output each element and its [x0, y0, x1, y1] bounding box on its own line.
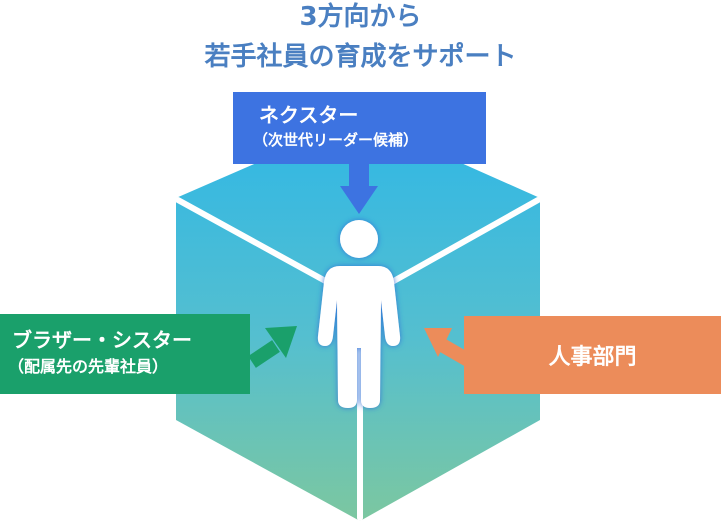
- brother-sister-box: ブラザー・シスター （配属先の先輩社員）: [0, 314, 250, 394]
- arrow-down-icon: [340, 164, 378, 214]
- nexter-box: ネクスター （次世代リーダー候補）: [233, 92, 486, 164]
- brother-sister-label: ブラザー・シスター: [12, 328, 192, 352]
- title-line-1: 3方向から: [299, 2, 422, 32]
- arrow-up-left-icon: [424, 328, 472, 367]
- nexter-note: （次世代リーダー候補）: [253, 131, 419, 149]
- hr-department-box: 人事部門: [464, 316, 721, 394]
- brother-sister-note: （配属先の先輩社員）: [8, 357, 169, 376]
- hr-department-label: 人事部門: [548, 345, 637, 370]
- arrow-up-right-icon: [248, 326, 297, 368]
- person-icon: [317, 220, 401, 408]
- title-line-2: 若手社員の育成をサポート: [204, 42, 517, 72]
- nexter-label: ネクスター: [259, 103, 359, 127]
